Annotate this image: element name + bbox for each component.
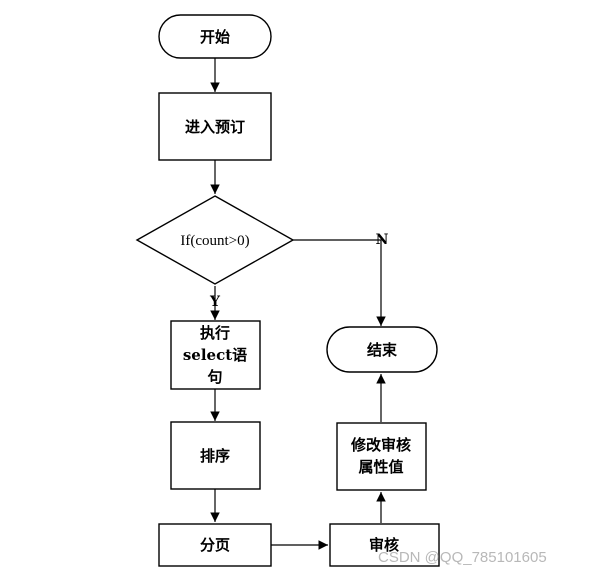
edge-label-no: N [376, 232, 389, 248]
sort-label: 排序 [200, 447, 230, 465]
edge-label-yes: Y [209, 294, 221, 310]
end-node-label: 结束 [367, 341, 398, 359]
watermark-text: CSDN @QQ_785101605 [378, 549, 547, 566]
modify-audit-line-1: 修改审核 [350, 436, 411, 454]
sort-node: 排序 [170, 421, 261, 490]
condition-label: If(count>0) [180, 233, 249, 249]
execute-select-line-2: select语 [183, 346, 247, 364]
modify-audit-line-2: 属性值 [358, 458, 403, 476]
paginate-label: 分页 [200, 536, 230, 554]
paginate-node: 分页 [158, 523, 272, 567]
execute-select-line-1: 执行 [200, 324, 230, 342]
start-node: 开始 [158, 14, 272, 59]
enter-booking-node: 进入预订 [158, 92, 272, 161]
end-node: 结束 [326, 326, 438, 373]
execute-select-line-3: 句 [207, 368, 222, 386]
enter-booking-label: 进入预订 [185, 118, 245, 136]
condition-node: If(count>0) [135, 195, 295, 285]
modify-audit-node: 修改审核 属性值 [336, 422, 427, 491]
execute-select-node: 执行 select语 句 [170, 320, 261, 390]
edge-condition-no [293, 239, 386, 326]
start-node-label: 开始 [200, 28, 230, 46]
audit-node: 审核 [329, 523, 440, 567]
audit-label: 审核 [369, 536, 399, 554]
edges [210, 58, 386, 550]
